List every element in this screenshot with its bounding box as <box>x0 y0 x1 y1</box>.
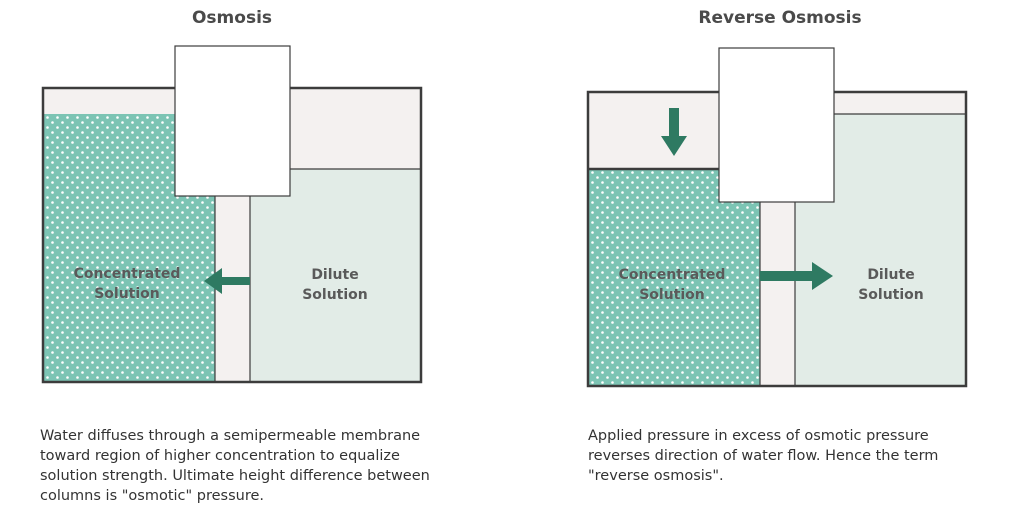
osmosis-panel <box>41 45 423 384</box>
reverse-divider-block <box>718 47 835 203</box>
osmosis-caption: Water diffuses through a semipermeable m… <box>40 428 430 504</box>
reverse-concentrated-column <box>588 169 760 386</box>
osmosis-dilute-label: Dilute Solution <box>302 267 368 303</box>
reverse-flow-arrow <box>760 262 833 290</box>
reverse-osmosis-title: Reverse Osmosis <box>698 8 862 28</box>
reverse-dilute-label: Dilute Solution <box>858 267 924 303</box>
osmosis-dilute-column <box>250 169 421 382</box>
reverse-osmosis-caption: Applied pressure in excess of osmotic pr… <box>588 428 939 484</box>
reverse-pressure-arrow <box>661 108 687 156</box>
reverse-panel <box>586 47 968 388</box>
osmosis-flow-arrow <box>204 268 250 294</box>
osmosis-title: Osmosis <box>191 8 273 28</box>
osmosis-divider-block <box>174 45 291 197</box>
reverse-concentrated-label: Concentrated Solution <box>618 267 726 303</box>
reverse-membrane <box>760 202 795 386</box>
osmosis-concentrated-label: Concentrated Solution <box>73 266 181 302</box>
